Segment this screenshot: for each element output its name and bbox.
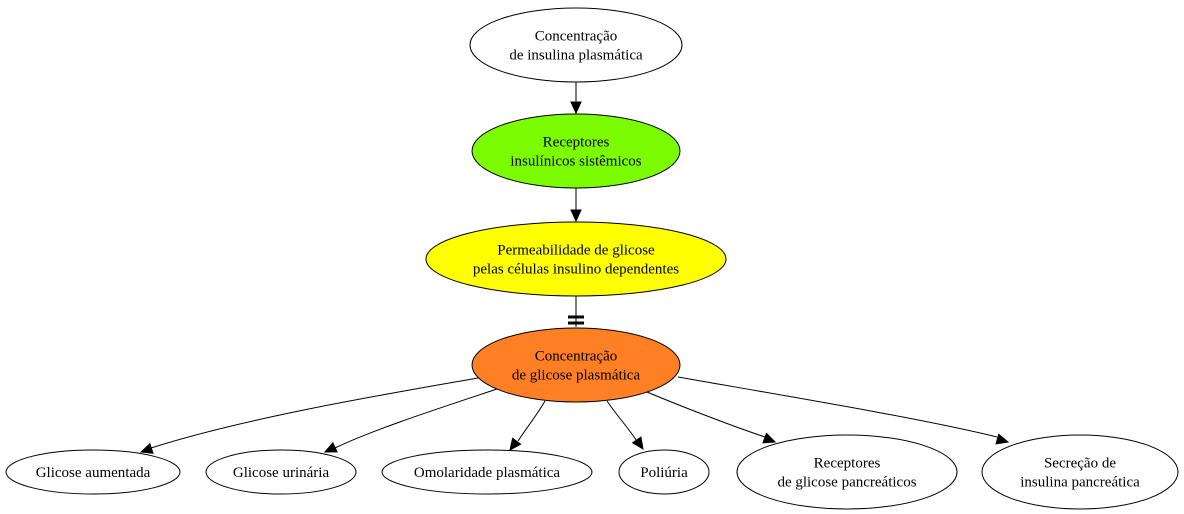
node-label: pelas células insulino dependentes: [473, 262, 679, 278]
node-glicose-urinaria: Glicose urinária: [205, 449, 357, 495]
inhibit-bar-icon: [568, 315, 584, 319]
edge-permeabilidade-to-glicose_plasmatica: [568, 296, 584, 327]
edge-glicose_plasmatica-to-secrecao_insulina: [677, 376, 1010, 445]
inhibit-bar-icon: [568, 321, 584, 325]
edge-receptores_sistemicos-to-permeabilidade: [570, 188, 582, 223]
node-shape: [618, 449, 710, 495]
edge-glicose_plasmatica-to-omolaridade: [509, 400, 546, 451]
node-omolaridade: Omolaridade plasmática: [381, 449, 593, 495]
node-receptores-sistemicos: Receptores insulínicos sistêmicos: [471, 113, 681, 189]
node-label: Receptores: [814, 456, 881, 472]
arrowhead-icon: [570, 101, 582, 115]
node-shape: [205, 449, 357, 495]
edges-layer: [139, 82, 1010, 454]
node-label: insulínicos sistêmicos: [510, 154, 641, 170]
arrowhead-icon: [762, 432, 777, 444]
node-shape: [471, 327, 681, 403]
node-label: Secreção de: [1044, 456, 1116, 472]
arrowhead-icon: [631, 436, 644, 450]
node-shape: [381, 449, 593, 495]
node-insulina-plasmatica: Concentração de insulina plasmática: [469, 7, 683, 83]
edge-line: [646, 391, 766, 438]
node-poliuria: Poliúria: [618, 449, 710, 495]
arrowhead-icon: [509, 437, 522, 451]
node-label: de glicose plasmática: [512, 368, 641, 384]
node-receptores-pancreaticos: Receptores de glicose pancreáticos: [736, 434, 958, 510]
edge-glicose_plasmatica-to-poliuria: [606, 400, 644, 450]
node-shape: [425, 221, 727, 297]
node-secrecao-insulina: Secreção de insulina pancreática: [981, 434, 1179, 510]
arrowhead-icon: [570, 209, 582, 223]
node-label: de glicose pancreáticos: [777, 475, 916, 491]
edge-glicose_plasmatica-to-glicose_urinaria: [323, 388, 498, 453]
edge-line: [150, 377, 479, 449]
arrowhead-icon: [323, 441, 338, 453]
node-shape: [5, 449, 181, 495]
node-shape: [471, 113, 681, 189]
node-label: Concentração: [535, 349, 617, 365]
node-label: Omolaridade plasmática: [414, 465, 561, 481]
node-label: insulina pancreática: [1020, 475, 1140, 491]
node-label: Permeabilidade de glicose: [497, 243, 655, 259]
node-shape: [469, 7, 683, 83]
node-shape: [981, 434, 1179, 510]
edge-line: [606, 400, 637, 441]
node-glicose-plasmatica: Concentração de glicose plasmática: [471, 327, 681, 403]
edge-glicose_plasmatica-to-receptores_pancreaticos: [646, 391, 777, 444]
node-glicose-aumentada: Glicose aumentada: [5, 449, 181, 495]
node-label: Glicose aumentada: [36, 465, 151, 481]
node-label: Glicose urinária: [233, 465, 330, 481]
nodes-layer: Concentração de insulina plasmáticaRecept…: [5, 7, 1179, 510]
node-permeabilidade: Permeabilidade de glicose pelas células i…: [425, 221, 727, 297]
edge-insulina_plasmatica-to-receptores_sistemicos: [570, 82, 582, 115]
edge-line: [517, 400, 546, 442]
node-shape: [736, 434, 958, 510]
edge-line: [677, 376, 998, 438]
node-label: Receptores: [543, 135, 610, 151]
arrowhead-icon: [995, 433, 1010, 445]
node-label: Poliúria: [640, 465, 688, 481]
node-label: de insulina plasmática: [509, 48, 643, 64]
edge-glicose_plasmatica-to-glicose_aumentada: [139, 377, 479, 454]
edge-line: [334, 388, 498, 449]
node-label: Concentração: [535, 29, 617, 45]
arrowhead-icon: [139, 442, 154, 454]
